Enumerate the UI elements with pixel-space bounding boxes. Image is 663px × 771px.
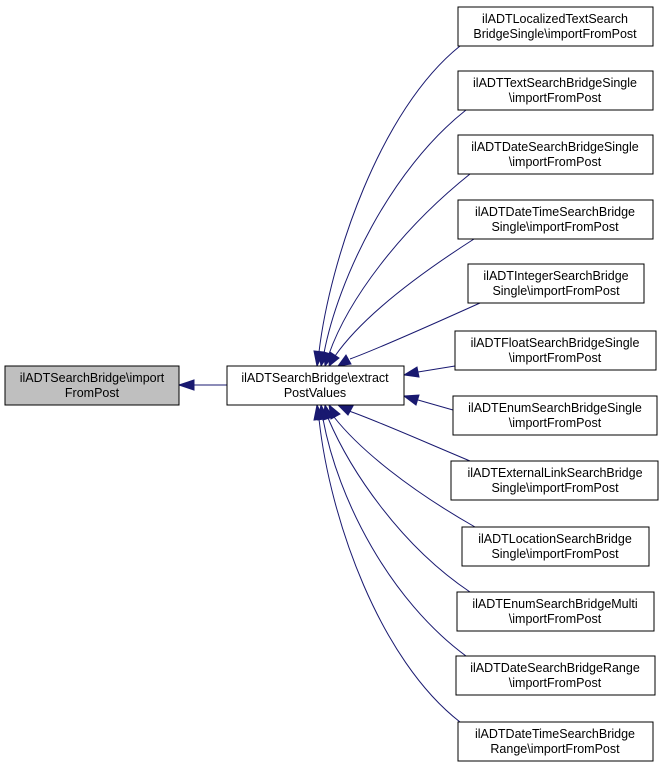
- call-edge: [322, 418, 467, 657]
- root-node-label-line1: ilADTSearchBridge\import: [20, 371, 165, 385]
- caller-node-label-line2: \importFromPost: [509, 155, 602, 169]
- caller-node-label-line2: Range\importFromPost: [490, 742, 620, 756]
- caller-node-label-line2: \importFromPost: [509, 612, 602, 626]
- call-edge-arrowhead: [328, 351, 340, 368]
- caller-node-label-line1: ilADTDateTimeSearchBridge: [475, 727, 635, 741]
- caller-node[interactable]: ilADTDateTimeSearchBridge Range\importFr…: [457, 721, 654, 762]
- caller-node[interactable]: ilADTLocationSearchBridge Single\importF…: [461, 526, 650, 567]
- call-edge: [318, 418, 461, 723]
- caller-node[interactable]: ilADTLocalizedTextSearch BridgeSingle\im…: [457, 6, 654, 47]
- caller-node-label-line2: Single\importFromPost: [491, 547, 619, 561]
- caller-node-box: [467, 263, 645, 304]
- caller-node-box: [450, 460, 659, 501]
- call-edge: [348, 410, 471, 462]
- caller-node-label-line2: \importFromPost: [509, 91, 602, 105]
- caller-node-label-line1: ilADTDateSearchBridgeSingle: [471, 140, 638, 154]
- call-edge: [323, 109, 467, 354]
- caller-node-box: [457, 70, 654, 111]
- caller-node[interactable]: ilADTDateSearchBridgeRange \importFromPo…: [455, 655, 656, 696]
- caller-node[interactable]: ilADTDateTimeSearchBridge Single\importF…: [457, 199, 654, 240]
- caller-node-label-line1: ilADTDateTimeSearchBridge: [475, 205, 635, 219]
- caller-node-label-line2: Single\importFromPost: [491, 220, 619, 234]
- caller-node[interactable]: ilADTTextSearchBridgeSingle \importFromP…: [457, 70, 654, 111]
- call-edge: [327, 417, 471, 593]
- call-edge-arrowhead: [402, 394, 420, 406]
- caller-node-label-line1: ilADTLocalizedTextSearch: [482, 12, 628, 26]
- caller-node-label-line2: Single\importFromPost: [491, 481, 619, 495]
- root-node-label-line2: FromPost: [65, 386, 120, 400]
- caller-node-box: [454, 330, 657, 371]
- caller-node-label-line2: BridgeSingle\importFromPost: [473, 27, 637, 41]
- hub-node-label-line2: PostValues: [284, 386, 346, 400]
- call-edge-arrowhead: [336, 354, 352, 367]
- caller-nodes: ilADTLocalizedTextSearch BridgeSingle\im…: [450, 6, 659, 762]
- caller-node-label-line1: ilADTEnumSearchBridgeMulti: [472, 597, 637, 611]
- call-edge: [417, 365, 456, 373]
- call-edge: [318, 45, 461, 353]
- root-node-box: [4, 365, 180, 406]
- caller-node-label-line1: ilADTFloatSearchBridgeSingle: [471, 336, 640, 350]
- call-edge: [349, 302, 481, 360]
- caller-node-label-line1: ilADTEnumSearchBridgeSingle: [468, 401, 642, 415]
- caller-node-label-line1: ilADTTextSearchBridgeSingle: [473, 76, 637, 90]
- caller-node-box: [452, 395, 658, 436]
- edges: [177, 45, 481, 723]
- caller-node-label-line1: ilADTDateSearchBridgeRange: [470, 661, 640, 675]
- caller-node-box: [457, 199, 654, 240]
- call-edge: [334, 238, 475, 357]
- caller-node-box: [456, 591, 655, 632]
- caller-node[interactable]: ilADTEnumSearchBridgeMulti \importFromPo…: [456, 591, 655, 632]
- caller-node[interactable]: ilADTFloatSearchBridgeSingle \importFrom…: [454, 330, 657, 371]
- caller-node[interactable]: ilADTExternalLinkSearchBridge Single\imp…: [450, 460, 659, 501]
- caller-node-box: [455, 655, 656, 696]
- call-edge-arrowhead: [313, 403, 325, 421]
- caller-node-label-line1: ilADTExternalLinkSearchBridge: [467, 466, 642, 480]
- hub-node[interactable]: ilADTSearchBridge\extract PostValues: [226, 365, 405, 406]
- call-edge-arrowhead: [177, 379, 195, 391]
- call-edge: [328, 173, 471, 355]
- caller-node[interactable]: ilADTDateSearchBridgeSingle \importFromP…: [457, 134, 654, 175]
- caller-node-label-line2: \importFromPost: [509, 676, 602, 690]
- caller-node-label-line1: ilADTIntegerSearchBridge: [483, 269, 628, 283]
- call-edge-arrowhead: [402, 366, 420, 378]
- hub-node-label-line1: ilADTSearchBridge\extract: [241, 371, 389, 385]
- caller-node[interactable]: ilADTEnumSearchBridgeSingle \importFromP…: [452, 395, 658, 436]
- caller-node[interactable]: ilADTIntegerSearchBridge Single\importFr…: [467, 263, 645, 304]
- caller-node-box: [457, 721, 654, 762]
- hub-node-box: [226, 365, 405, 406]
- caller-node-label-line2: \importFromPost: [509, 351, 602, 365]
- call-edge: [417, 399, 454, 411]
- call-edge: [333, 416, 476, 528]
- caller-node-box: [457, 134, 654, 175]
- caller-node-label-line2: Single\importFromPost: [492, 284, 620, 298]
- caller-node-box: [461, 526, 650, 567]
- caller-node-label-line1: ilADTLocationSearchBridge: [478, 532, 632, 546]
- caller-node-box: [457, 6, 654, 47]
- root-node[interactable]: ilADTSearchBridge\import FromPost: [4, 365, 180, 406]
- call-edge-arrowhead: [336, 404, 354, 416]
- caller-node-label-line2: \importFromPost: [509, 416, 602, 430]
